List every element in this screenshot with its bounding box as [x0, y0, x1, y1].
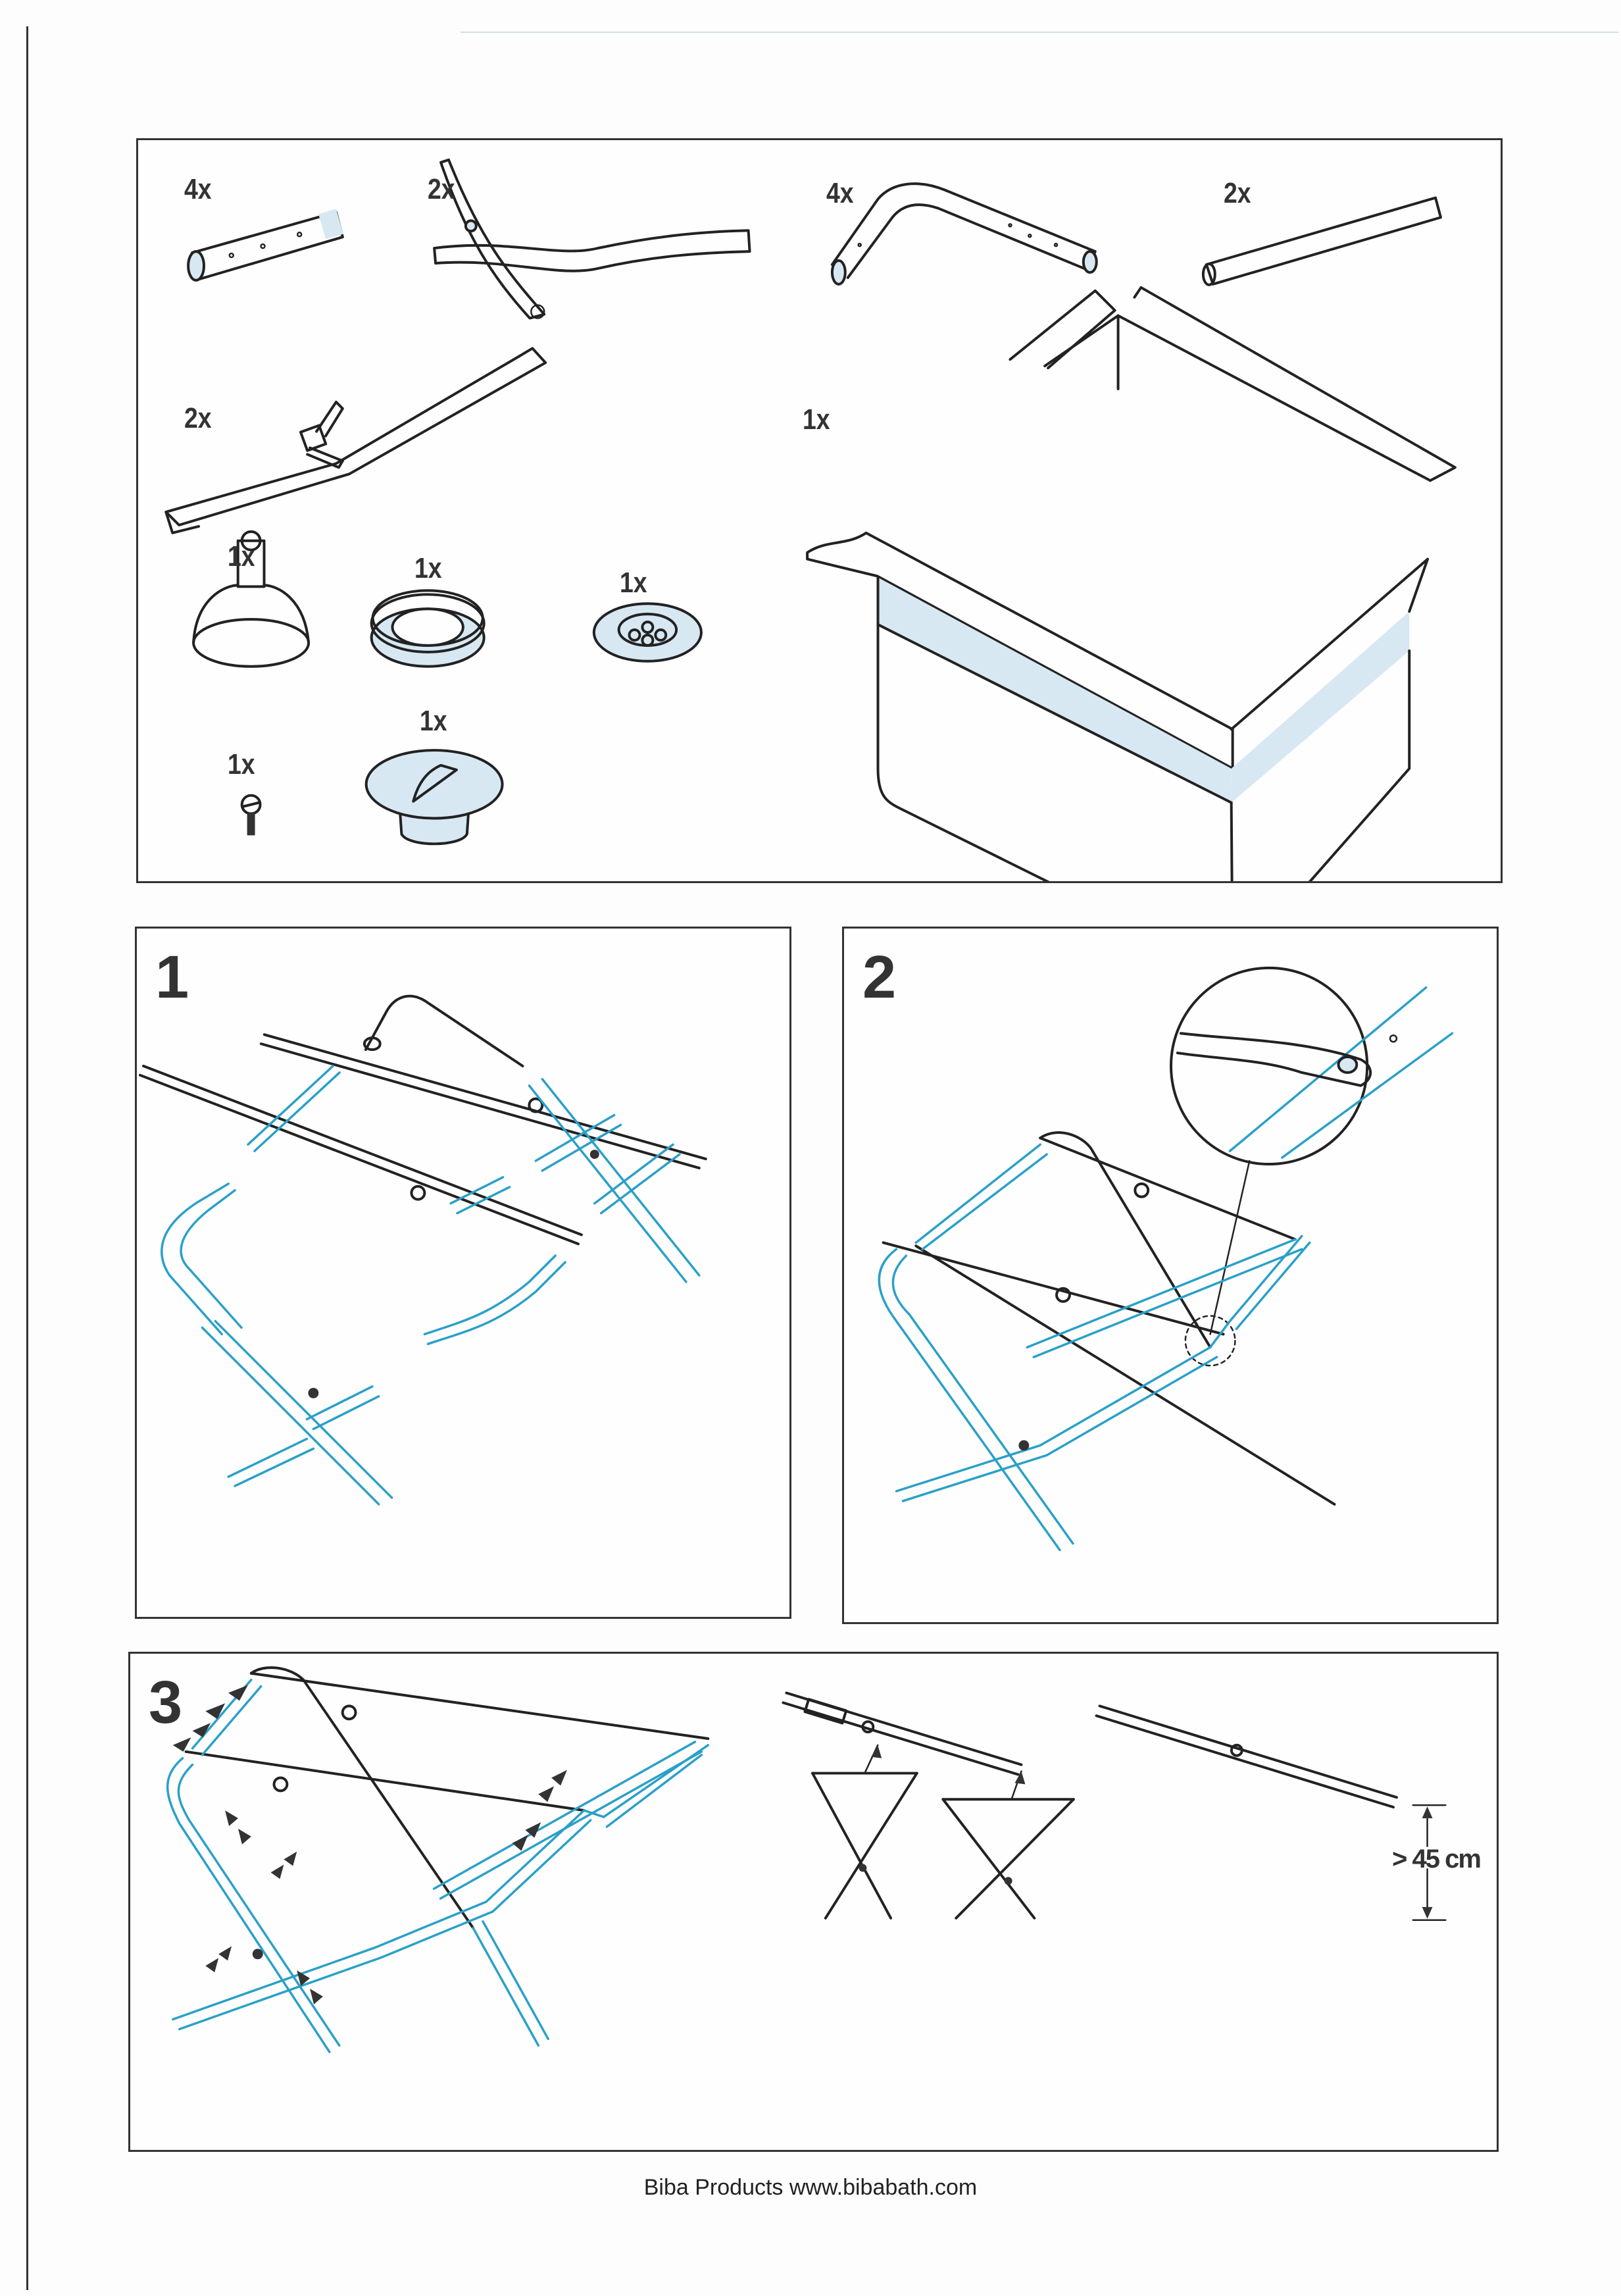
parts-panel: 4x 2x 4x 2x 2x 1x 1x 1x 1x 1x 1x: [136, 138, 1503, 883]
top-rule: [461, 32, 1618, 33]
qty-label: 1x: [803, 403, 830, 436]
height-requirement-label: > 45 cm: [1392, 1845, 1482, 1874]
step-2-illustration: [878, 966, 1454, 1552]
step-1-illustration: [138, 994, 707, 1506]
qty-label: 1x: [620, 567, 647, 599]
x-stand-side-view-a: [811, 1744, 918, 1920]
qty-label: 1x: [414, 552, 442, 584]
qty-label: 1x: [420, 705, 447, 737]
step-number: 2: [862, 944, 897, 1011]
step-2-panel: 2: [842, 927, 1499, 1624]
straight-tube-icon: [1201, 196, 1442, 286]
short-tube-connector-icon: [187, 209, 344, 282]
qty-label: 1x: [228, 540, 255, 573]
adjust-arrow-icon: [172, 1685, 567, 2004]
x-stand-side-view-b: [941, 1770, 1075, 1920]
strap-side-view-a: [782, 1691, 1023, 1776]
screw-icon: [240, 794, 262, 836]
qty-label: 2x: [428, 173, 455, 205]
threaded-ring-icon: [370, 589, 486, 668]
height-dimension-icon: [1412, 1804, 1447, 1922]
qty-label: 1x: [228, 748, 255, 780]
step-3-panel: 3: [128, 1652, 1499, 2152]
drain-cap-icon: [364, 749, 504, 846]
page-margin-line: [26, 26, 28, 2290]
qty-label: 4x: [826, 177, 854, 209]
drain-strainer-icon: [592, 602, 703, 663]
parts-illustration: [164, 158, 1457, 881]
bent-tube-icon: [830, 182, 1098, 286]
step-1-panel: 1: [135, 927, 791, 1619]
step-3-illustration: [166, 1666, 1447, 2053]
qty-label: 2x: [184, 402, 212, 434]
cross-leg-pair-icon: [433, 158, 751, 320]
step-number: 3: [149, 1669, 183, 1736]
qty-label: 2x: [1224, 177, 1251, 209]
bath-tub-icon: [806, 286, 1457, 881]
strap-with-buckle-icon: [164, 347, 547, 534]
footer-brand: Biba Products www.bibabath.com: [643, 2175, 978, 2200]
step-number: 1: [155, 944, 189, 1011]
qty-label: 4x: [184, 173, 212, 205]
strap-side-view-b: [1095, 1704, 1398, 1809]
drain-plug-base-icon: [192, 530, 311, 668]
